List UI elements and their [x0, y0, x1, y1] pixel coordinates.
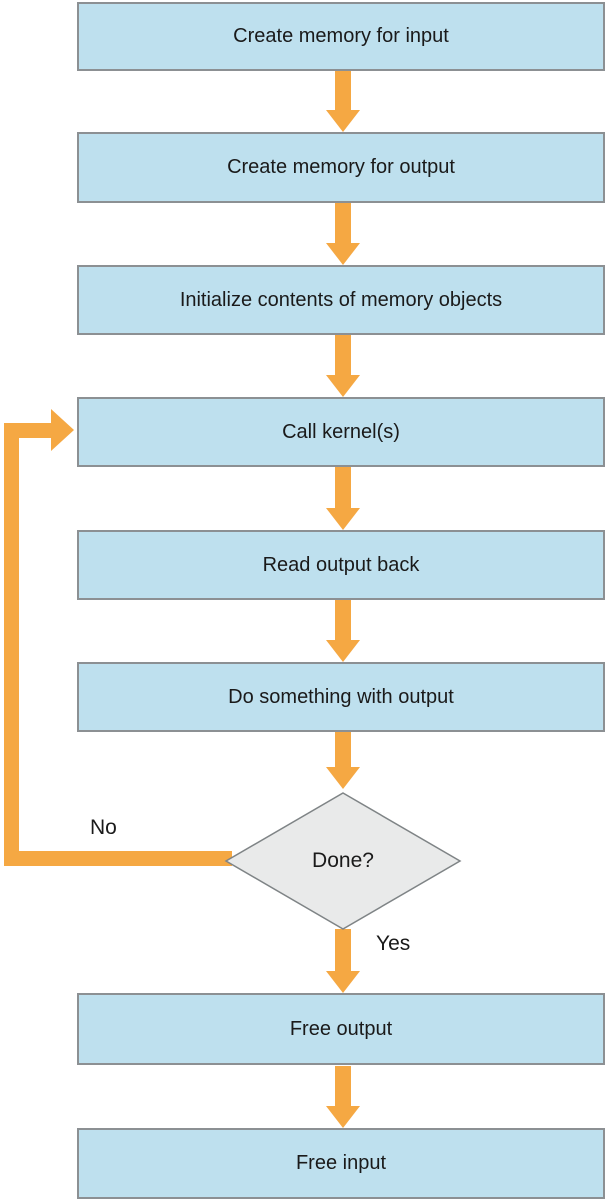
flow-node-done-label: Done? — [312, 849, 374, 872]
arrow-shaft — [335, 929, 351, 971]
diamond-shape — [224, 792, 462, 930]
flow-node-do-something-with-output: Do something with output — [77, 662, 605, 732]
arrow-head — [326, 508, 360, 530]
branch-label-no: No — [90, 816, 117, 839]
flow-node-read-output-back: Read output back — [77, 530, 605, 600]
arrow-shaft — [335, 71, 351, 110]
arrow-head — [326, 971, 360, 993]
arrow-down-icon-yes-branch — [326, 929, 360, 993]
flow-node-create-memory-for-output: Create memory for output — [77, 132, 605, 203]
flow-node-create-memory-for-input: Create memory for input — [77, 2, 605, 71]
arrow-shaft — [335, 732, 351, 767]
arrow-head — [326, 767, 360, 789]
arrow-head — [326, 640, 360, 662]
arrow-down-icon — [326, 335, 360, 397]
arrow-down-icon — [326, 467, 360, 530]
arrow-head — [326, 1106, 360, 1128]
arrow-down-icon — [326, 600, 360, 662]
arrow-head — [326, 110, 360, 132]
flow-node-initialize-memory-objects: Initialize contents of memory objects — [77, 265, 605, 335]
arrow-down-icon — [326, 203, 360, 265]
arrow-down-icon — [326, 1066, 360, 1128]
flow-node-call-kernels: Call kernel(s) — [77, 397, 605, 467]
flow-node-free-input: Free input — [77, 1128, 605, 1199]
arrow-shaft — [335, 335, 351, 375]
loop-arrow-top-segment — [4, 423, 51, 438]
arrow-shaft — [335, 203, 351, 243]
loop-arrow-head-right-icon — [51, 409, 74, 451]
arrow-down-icon — [326, 732, 360, 789]
arrow-shaft — [335, 467, 351, 508]
loop-arrow-bottom-segment — [4, 851, 232, 866]
flow-node-done-decision-shape — [220, 788, 466, 934]
arrow-head — [326, 243, 360, 265]
arrow-down-icon — [326, 71, 360, 132]
arrow-shaft — [335, 600, 351, 640]
flow-node-free-output: Free output — [77, 993, 605, 1065]
arrow-head — [326, 375, 360, 397]
arrow-shaft — [335, 1066, 351, 1106]
loop-arrow-vertical-segment — [4, 423, 19, 866]
branch-label-yes: Yes — [376, 932, 411, 955]
